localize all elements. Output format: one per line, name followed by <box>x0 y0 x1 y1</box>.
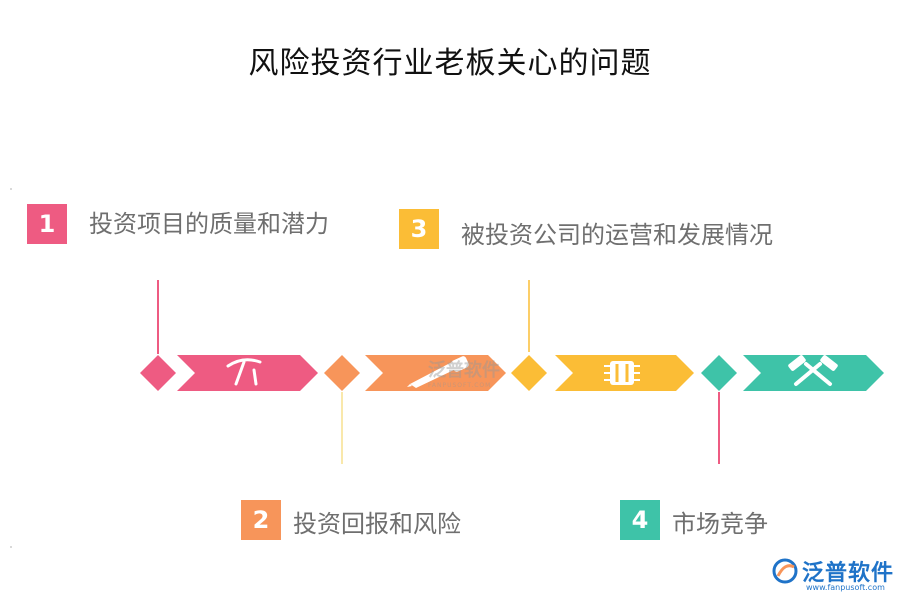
watermark-subtext: FANPUSOFT.COM <box>428 382 492 389</box>
number-badge-3: 3 <box>399 209 439 249</box>
watermark: 泛普软件 FANPUSOFT.COM <box>428 356 500 389</box>
brand-name: 泛普软件 <box>802 561 895 586</box>
diamond-1 <box>140 355 176 391</box>
number-badge-2: 2 <box>241 500 281 540</box>
page-title: 风险投资行业老板关心的问题 <box>248 46 652 81</box>
item-label-1: 投资项目的质量和潜力 <box>89 210 329 238</box>
pickaxe-icon <box>226 358 262 386</box>
saw-icon <box>407 356 469 388</box>
brand-logo-icon <box>772 558 798 584</box>
diamond-3 <box>511 355 547 391</box>
item-label-3: 被投资公司的运营和发展情况 <box>461 221 773 249</box>
arrow-4 <box>743 355 884 391</box>
item-label-2: 投资回报和风险 <box>293 510 461 538</box>
edge-tick <box>10 546 12 548</box>
diamond-4 <box>701 355 737 391</box>
arrow-1 <box>177 355 318 391</box>
brand-url: www.fanpusoft.com <box>806 583 885 592</box>
edge-tick <box>10 188 12 190</box>
diamond-2 <box>324 355 360 391</box>
number-badge-4: 4 <box>620 500 660 540</box>
hammer-cross-icon <box>788 355 838 386</box>
brand-logo: 泛普软件 www.fanpusoft.com <box>772 556 895 592</box>
watermark-text: 泛普软件 <box>428 360 500 381</box>
number-badge-1: 1 <box>27 204 67 244</box>
item-label-4: 市场竞争 <box>672 510 768 538</box>
traffic-light-icon <box>604 361 640 385</box>
